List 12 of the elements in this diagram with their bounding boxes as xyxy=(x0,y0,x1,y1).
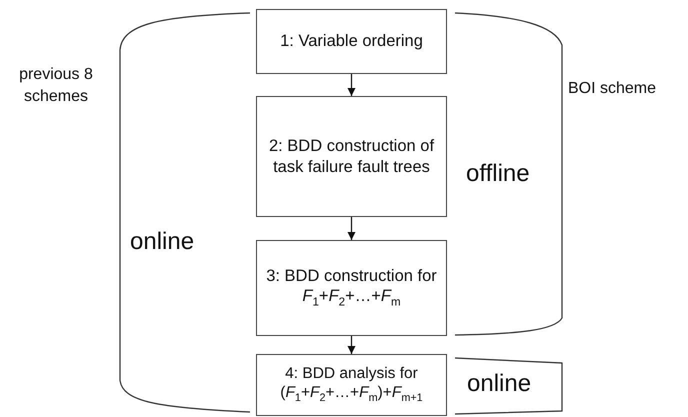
process-box: 3: BDD construction for F$_{1}$+F$_{2}$+…+F$_{m}$ xyxy=(256,240,447,336)
process-box: 2: BDD construction of task failure fault trees xyxy=(256,96,447,217)
arrow xyxy=(348,74,356,96)
process-box: 4: BDD analysis for (F$_{1}$+F$_{2}$+…+F$_{m}$)+F$_{m+1}$ xyxy=(256,354,447,416)
annotation-label: BOI scheme xyxy=(568,80,656,98)
arrow xyxy=(348,217,356,240)
annotation-label: previous 8 schemes xyxy=(18,65,94,108)
annotation-label: online xyxy=(130,228,194,256)
annotation-label: online xyxy=(467,370,532,398)
annotation-label: offline xyxy=(466,160,530,188)
process-box: 1: Variable ordering xyxy=(256,9,447,74)
arrow xyxy=(348,336,356,354)
